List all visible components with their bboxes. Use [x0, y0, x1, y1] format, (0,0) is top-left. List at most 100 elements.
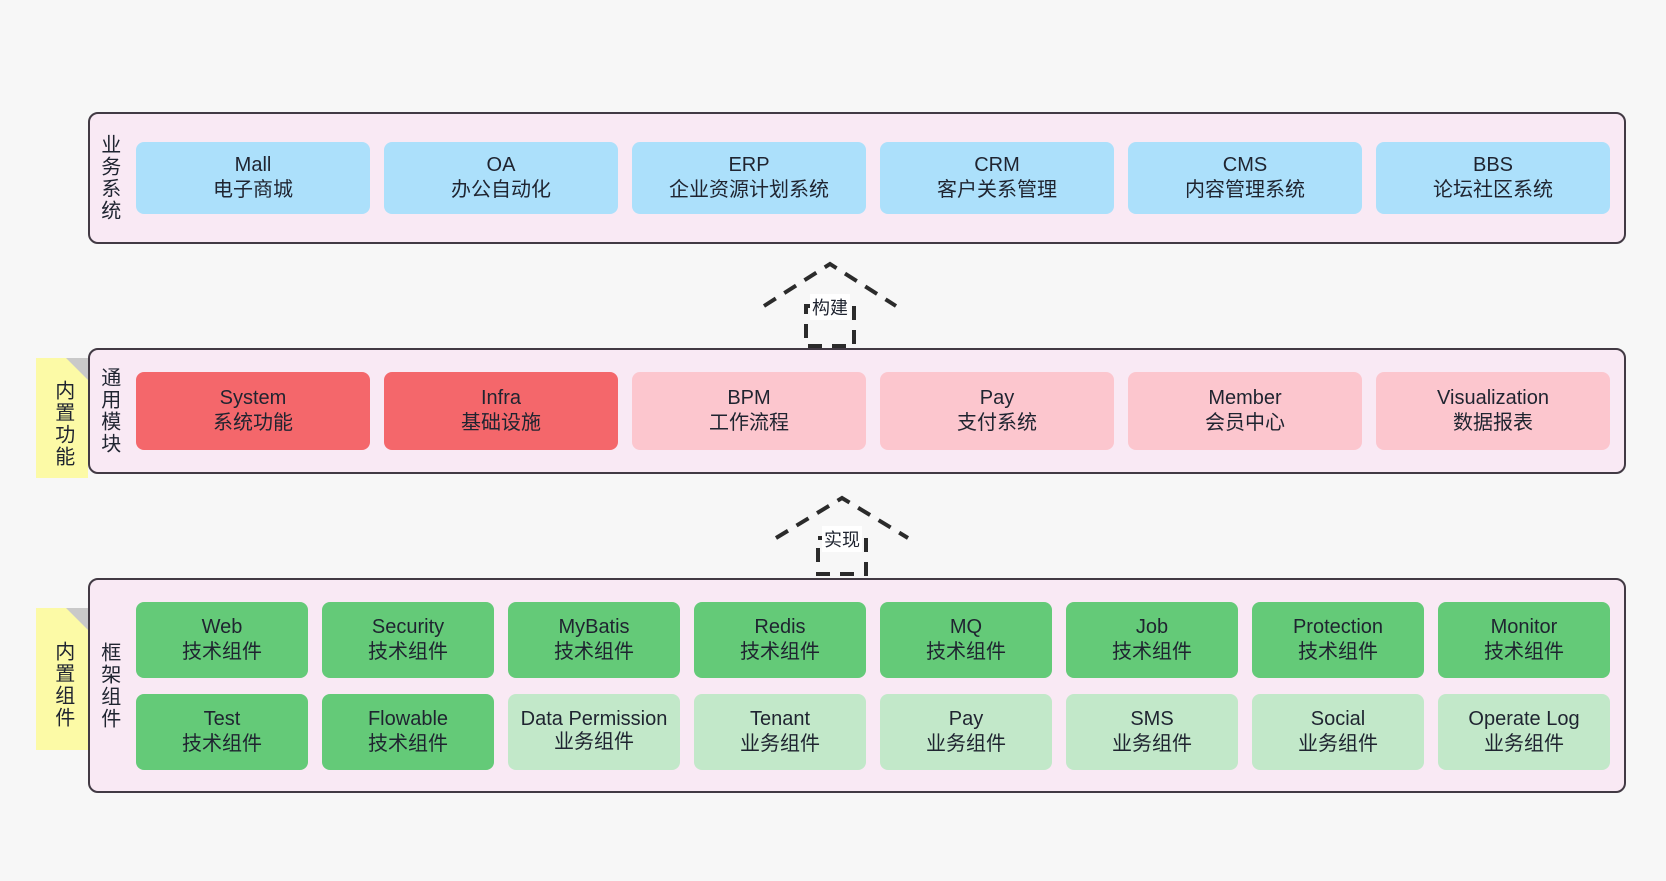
node-oa[interactable]: OA 办公自动化: [384, 142, 618, 214]
node-title: BPM: [727, 387, 771, 410]
node-subtitle: 企业资源计划系统: [669, 179, 829, 201]
node-title: Job: [1135, 615, 1169, 638]
node-subtitle: 业务组件: [926, 732, 1006, 755]
node-sms[interactable]: SMS 业务组件: [1066, 693, 1238, 770]
node-title: Member: [1208, 387, 1282, 410]
node-subtitle: 技术组件: [368, 732, 448, 755]
node-title: BBS: [1472, 154, 1514, 177]
layer-body-business-system: Mall 电子商城 OA 办公自动化 ERP 企业资源计划系统 CRM 客户关系…: [126, 114, 1624, 242]
folded-corner-icon: [66, 608, 88, 630]
node-subtitle: 技术组件: [740, 640, 820, 663]
node-member[interactable]: Member 会员中心: [1128, 372, 1362, 450]
node-mq[interactable]: MQ 技术组件: [880, 601, 1052, 678]
node-subtitle: 数据报表: [1453, 412, 1533, 434]
node-tenant[interactable]: Tenant 业务组件: [694, 693, 866, 770]
layer-title-common-module: 通用模块: [97, 367, 120, 455]
node-subtitle: 技术组件: [554, 640, 634, 663]
node-subtitle: 业务组件: [554, 731, 634, 754]
node-mall[interactable]: Mall 电子商城: [136, 142, 370, 214]
node-title: SMS: [1130, 707, 1174, 730]
node-crm[interactable]: CRM 客户关系管理: [880, 142, 1114, 214]
node-web[interactable]: Web 技术组件: [136, 601, 308, 678]
node-pay-module[interactable]: Pay 支付系统: [880, 372, 1114, 450]
sticky-note-builtin-component: 内置组件: [36, 608, 88, 750]
node-subtitle: 技术组件: [368, 640, 448, 663]
node-redis[interactable]: Redis 技术组件: [694, 601, 866, 678]
node-title: Test: [203, 707, 241, 730]
node-mybatis[interactable]: MyBatis 技术组件: [508, 601, 680, 678]
node-title: Security: [371, 615, 445, 638]
node-subtitle: 技术组件: [1298, 640, 1378, 663]
node-infra[interactable]: Infra 基础设施: [384, 372, 618, 450]
node-subtitle: 支付系统: [957, 412, 1037, 434]
layer-title-business-system: 业务系统: [97, 134, 120, 222]
node-cms[interactable]: CMS 内容管理系统: [1128, 142, 1362, 214]
node-subtitle: 基础设施: [461, 412, 541, 434]
node-flowable[interactable]: Flowable 技术组件: [322, 693, 494, 770]
layer-title-framework-component: 框架组件: [97, 641, 120, 730]
node-visualization[interactable]: Visualization 数据报表: [1376, 372, 1610, 450]
layer-framework-component: 框架组件 Web 技术组件 Security 技术组件 MyBatis 技术组件…: [88, 578, 1626, 793]
node-title: OA: [486, 154, 516, 177]
node-social[interactable]: Social 业务组件: [1252, 693, 1424, 770]
node-title: Protection: [1292, 615, 1384, 638]
node-subtitle: 论坛社区系统: [1433, 179, 1553, 201]
generalization-arrowhead: [774, 495, 910, 540]
layer-body-common-module: System 系统功能 Infra 基础设施 BPM 工作流程 Pay 支付系统…: [126, 350, 1624, 472]
component-row-technical: Web 技术组件 Security 技术组件 MyBatis 技术组件 Redi…: [136, 601, 1610, 678]
layer-common-module: 通用模块 System 系统功能 Infra 基础设施 BPM 工作流程 Pay…: [88, 348, 1626, 474]
node-title: MyBatis: [558, 615, 630, 638]
node-title: Social: [1310, 707, 1366, 730]
node-subtitle: 业务组件: [1112, 732, 1192, 755]
node-title: Infra: [480, 387, 522, 410]
node-system[interactable]: System 系统功能: [136, 372, 370, 450]
layer-body-framework-component: Web 技术组件 Security 技术组件 MyBatis 技术组件 Redi…: [126, 580, 1624, 791]
node-job[interactable]: Job 技术组件: [1066, 601, 1238, 678]
node-title: MQ: [949, 615, 983, 638]
node-title: Pay: [979, 387, 1015, 410]
node-data-permission[interactable]: Data Permission 业务组件: [508, 693, 680, 770]
generalization-arrowhead: [762, 261, 898, 308]
node-pay-component[interactable]: Pay 业务组件: [880, 693, 1052, 770]
node-monitor[interactable]: Monitor 技术组件: [1438, 601, 1610, 678]
node-subtitle: 技术组件: [1484, 640, 1564, 663]
node-title: Mall: [234, 154, 272, 177]
layer-business-system: 业务系统 Mall 电子商城 OA 办公自动化 ERP 企业资源计划系统 CRM…: [88, 112, 1626, 244]
node-title: CMS: [1222, 154, 1268, 177]
node-title: Operate Log: [1468, 707, 1580, 730]
connector-label-build: 构建: [810, 294, 850, 320]
node-test[interactable]: Test 技术组件: [136, 693, 308, 770]
sticky-note-label: 内置组件: [51, 641, 74, 729]
node-operate-log[interactable]: Operate Log 业务组件: [1438, 693, 1610, 770]
node-title: System: [219, 387, 287, 410]
node-erp[interactable]: ERP 企业资源计划系统: [632, 142, 866, 214]
connector-label-implement: 实现: [822, 526, 862, 552]
node-title: Monitor: [1490, 615, 1558, 638]
sticky-note-label: 内置功能: [51, 380, 74, 468]
node-title: Data Permission: [520, 708, 668, 731]
node-title: Visualization: [1437, 387, 1549, 410]
node-bbs[interactable]: BBS 论坛社区系统: [1376, 142, 1610, 214]
node-subtitle: 内容管理系统: [1185, 179, 1305, 201]
connector-implement: 实现: [772, 492, 912, 578]
node-subtitle: 技术组件: [1112, 640, 1192, 663]
node-title: Flowable: [367, 707, 449, 730]
node-protection[interactable]: Protection 技术组件: [1252, 601, 1424, 678]
node-title: CRM: [974, 154, 1020, 177]
node-title: ERP: [728, 154, 770, 177]
node-title: Redis: [754, 615, 806, 638]
connector-build: 构建: [760, 258, 900, 350]
component-row-business: Test 技术组件 Flowable 技术组件 Data Permission …: [136, 693, 1610, 770]
node-subtitle: 业务组件: [740, 732, 820, 755]
node-subtitle: 系统功能: [213, 412, 293, 434]
node-security[interactable]: Security 技术组件: [322, 601, 494, 678]
sticky-note-builtin-function: 内置功能: [36, 358, 88, 478]
folded-corner-icon: [66, 358, 88, 380]
node-title: Web: [201, 615, 243, 638]
node-subtitle: 工作流程: [709, 412, 789, 434]
node-subtitle: 技术组件: [926, 640, 1006, 663]
node-subtitle: 技术组件: [182, 732, 262, 755]
node-bpm[interactable]: BPM 工作流程: [632, 372, 866, 450]
node-title: Pay: [948, 707, 984, 730]
